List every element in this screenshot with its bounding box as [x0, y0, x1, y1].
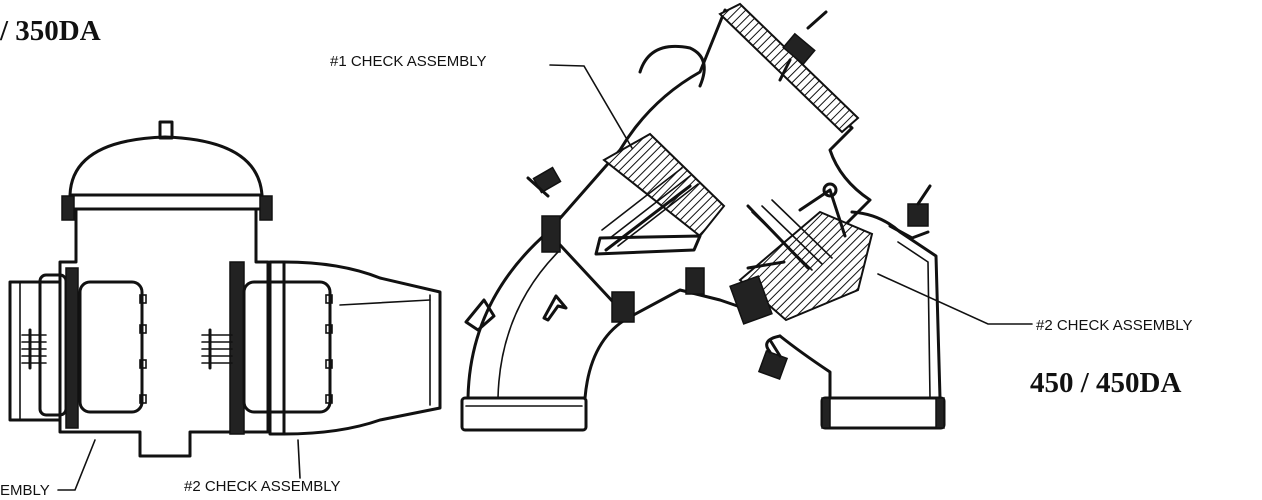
left-leader-check1	[57, 439, 96, 491]
right-bottom-test-cock	[757, 338, 789, 381]
left-leader-check2	[297, 439, 301, 479]
left-body-wall	[58, 208, 270, 458]
right-check1-module	[602, 132, 726, 238]
left-valve-350	[8, 120, 442, 491]
left-model-label: / 350DA	[0, 15, 101, 47]
left-cover-clamp-left	[61, 195, 75, 221]
right-mid-clamp	[611, 291, 635, 323]
left-check1-spring	[21, 328, 47, 370]
check1-top-label: #1 CHECK ASSEMBLY	[330, 53, 486, 70]
right-inlet-inner	[497, 249, 561, 399]
right-leader-check1	[549, 64, 633, 149]
left-check1-bolts	[139, 294, 147, 404]
left-check1-seat	[65, 267, 79, 429]
left-check1-housing	[78, 280, 144, 414]
right-bottom-port	[765, 334, 782, 354]
check2-bottom-label: #2 CHECK ASSEMBLY	[184, 478, 340, 495]
right-dome-bump	[638, 44, 706, 88]
left-dome-cap	[158, 120, 174, 140]
left-cover-flange	[70, 193, 264, 211]
right-inlet-elbow	[466, 230, 630, 400]
left-outlet-pipe	[282, 260, 442, 436]
left-leader-outlet	[339, 299, 431, 306]
right-top-cover	[718, 2, 860, 134]
right-body-lug	[685, 267, 705, 295]
right-top-test-cock	[778, 10, 828, 82]
right-leader-check2	[877, 273, 1033, 325]
right-valve-450	[460, 2, 1033, 432]
left-check2-flange	[268, 260, 286, 436]
right-outlet-clamp-left	[821, 397, 831, 429]
left-inlet-pipe	[8, 280, 62, 422]
left-check2-spring	[201, 328, 233, 370]
right-check1-spring	[601, 167, 699, 252]
right-inlet-lug	[464, 298, 496, 332]
left-check2-housing	[242, 280, 332, 414]
right-left-test-cock	[532, 166, 562, 194]
left-check2-seat	[229, 261, 245, 435]
right-model-label: 450 / 450DA	[1030, 367, 1182, 399]
right-check2-linkage	[746, 182, 847, 270]
right-inlet-clamp	[541, 215, 561, 253]
right-inlet-flange	[460, 396, 588, 432]
check2-right-label: #2 CHECK ASSEMBLY	[1036, 317, 1192, 334]
left-dome-cover	[68, 135, 264, 197]
flow-direction-arrow-icon	[542, 294, 568, 322]
right-outlet-flange	[820, 396, 946, 430]
check-bottom-left-label: EMBLY	[0, 482, 50, 499]
left-check2-bolts	[325, 294, 333, 404]
left-cover-clamp-right	[259, 195, 273, 221]
right-check2-spring	[746, 199, 833, 271]
left-check1-disc	[38, 273, 68, 417]
right-outlet-inner	[897, 241, 931, 399]
right-check1-seat	[594, 234, 702, 256]
right-check2-clamp	[729, 275, 773, 325]
right-outlet-clamp-right	[935, 397, 945, 429]
right-main-body	[546, 8, 872, 320]
